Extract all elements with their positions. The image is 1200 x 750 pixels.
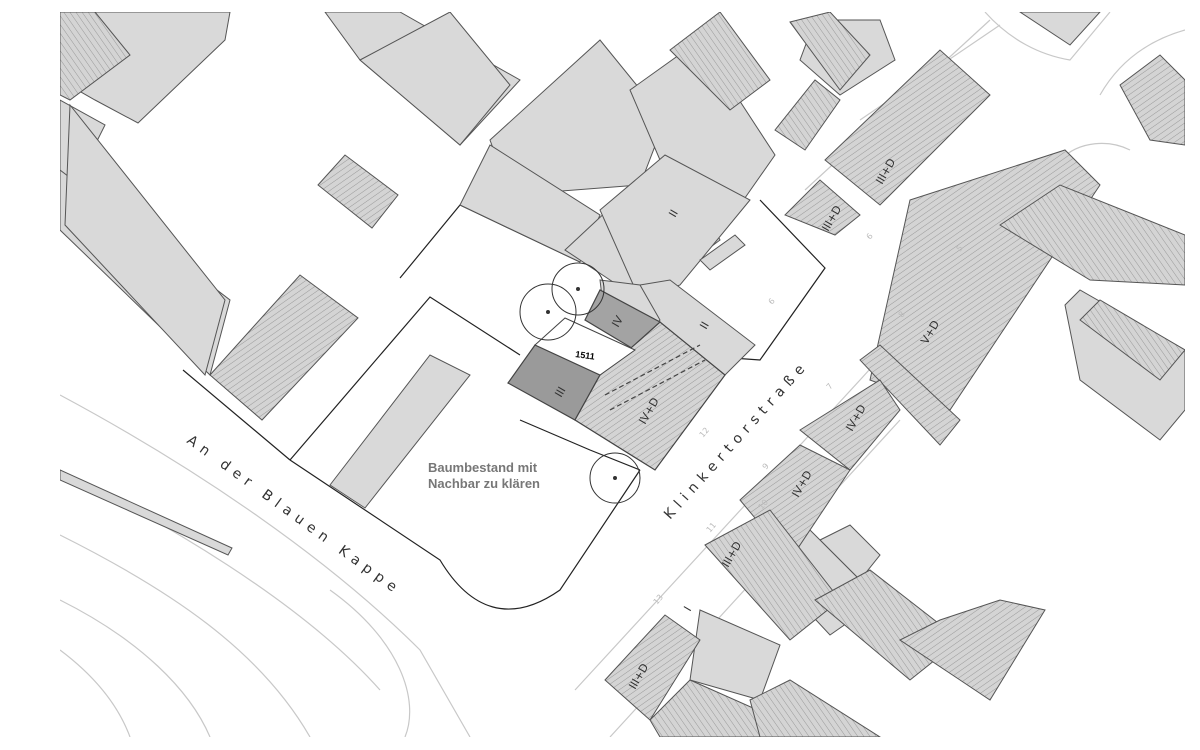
house-number: 11 [705,521,718,535]
house-number: 9 [761,462,771,472]
tree-note-line2: Nachbar zu klären [428,476,540,491]
tree-icon [589,452,641,504]
tree-icon [519,283,577,341]
strip-structure [60,469,233,556]
house-number: 8 [897,310,907,320]
tree-icon [551,262,605,316]
house-number: 6 [767,297,777,307]
hatched-buildings [60,12,1185,737]
house-number: 6 [865,232,875,242]
storey-label-i: I [681,604,694,613]
tree-note-line1: Baumbestand mit [428,460,538,475]
project-buildings [507,289,726,471]
house-number: 5 [955,244,965,254]
trees [519,262,641,504]
house-number: 7 [825,382,835,392]
house-number: 12 [698,426,711,440]
plot-1511 [534,317,636,376]
existing-buildings [60,12,1185,701]
plot-label: 1511 [575,349,596,362]
